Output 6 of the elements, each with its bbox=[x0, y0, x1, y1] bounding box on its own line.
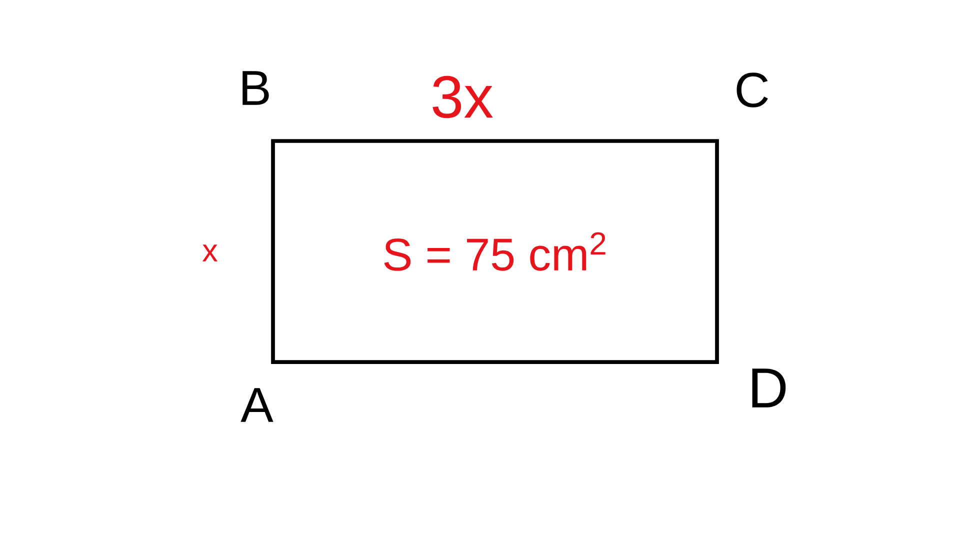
vertex-label: B bbox=[242, 71, 269, 105]
vertex-label: A bbox=[240, 388, 274, 422]
side-label: x bbox=[202, 244, 218, 262]
vertex-label: C bbox=[736, 72, 768, 108]
rectangle: S = 75 cm$^{2}$ bbox=[271, 139, 719, 364]
vertex-label: D bbox=[752, 368, 786, 408]
